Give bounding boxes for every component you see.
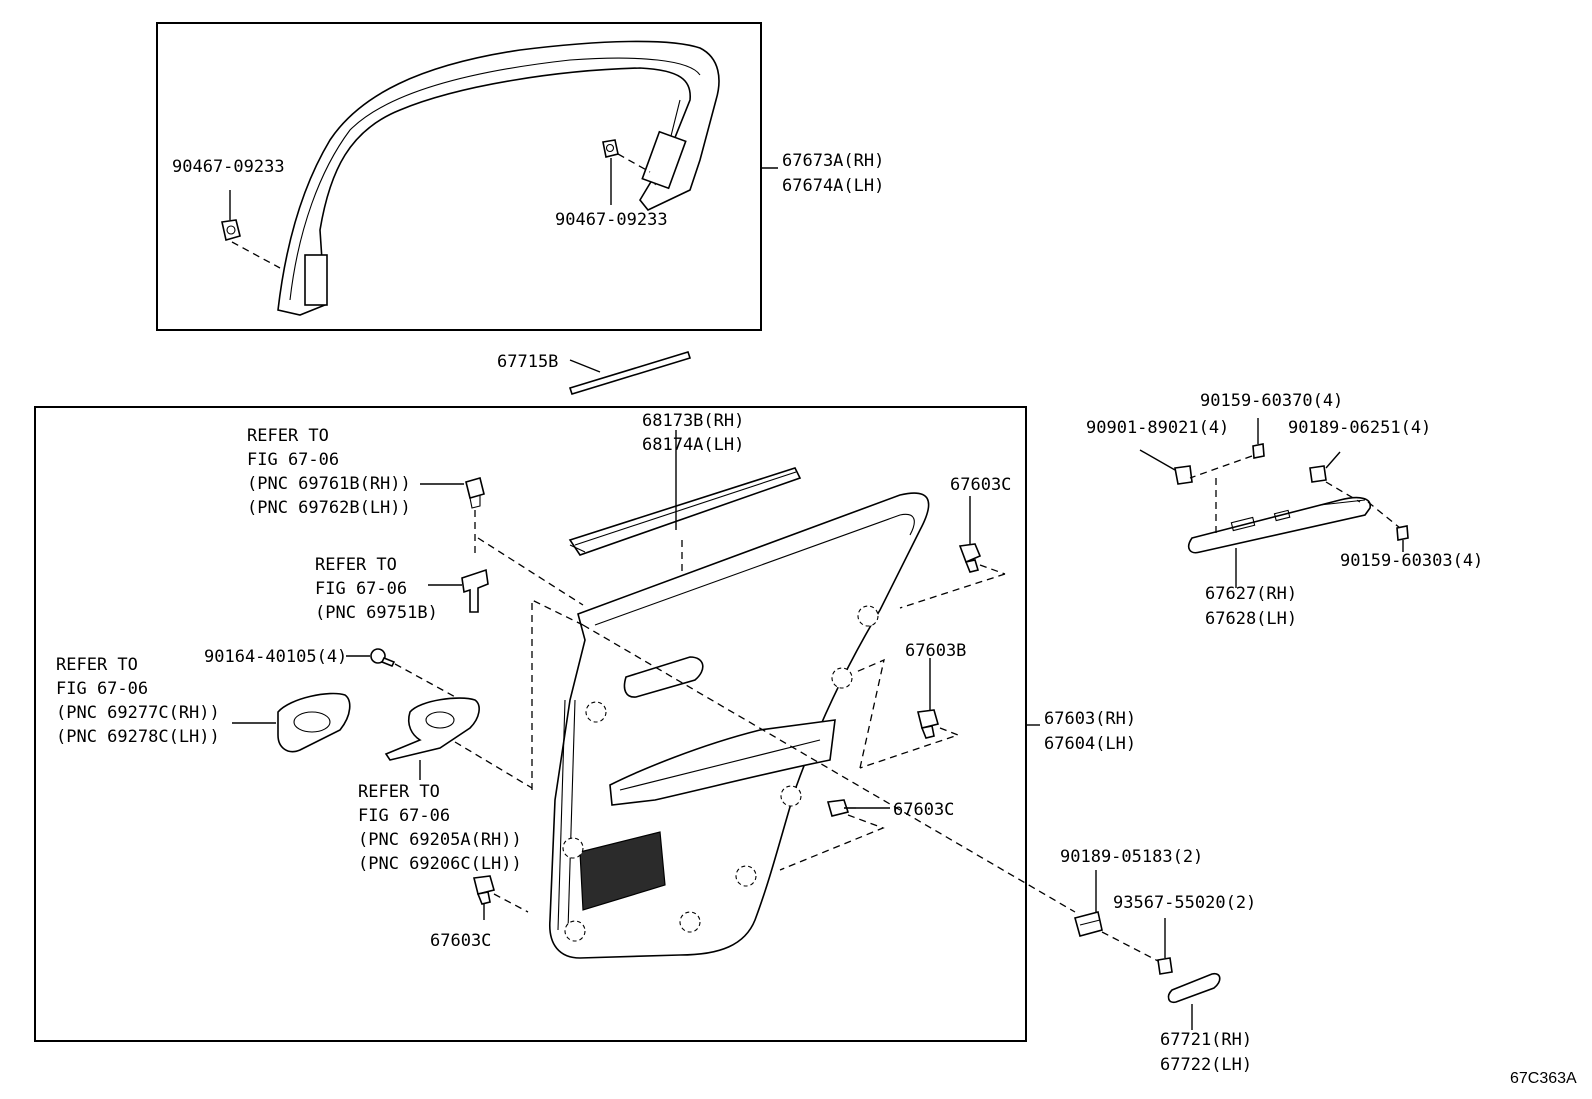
cover-67721-icon[interactable] — [1167, 972, 1221, 1004]
refer-c-line3: (PNC 69277C(RH)) — [56, 703, 220, 723]
refer-d-line3: (PNC 69205A(RH)) — [358, 830, 522, 850]
nut-90901-label: 90901-89021(4) — [1086, 418, 1229, 438]
clip-67603b-icon[interactable] — [917, 709, 939, 739]
nut-90189-06251-label: 90189-06251(4) — [1288, 418, 1431, 438]
refer-d-line1: REFER TO — [358, 782, 440, 802]
nut-90189-05183-icon[interactable] — [1074, 911, 1103, 937]
clip-67603c-top-icon[interactable] — [958, 543, 982, 573]
garnish-label-lh: 67674A(LH) — [782, 176, 884, 196]
clip-b-label: 67603B — [905, 641, 966, 661]
door-trim-panel[interactable] — [549, 492, 930, 959]
door-lock-bracket-icon[interactable] — [461, 568, 489, 613]
screw-90164-label: 90164-40105(4) — [204, 647, 347, 667]
bracket-label-rh: 67627(RH) — [1205, 584, 1297, 604]
nut-90189-05183-label: 90189-05183(2) — [1060, 847, 1203, 867]
refer-d-line4: (PNC 69206C(LH)) — [358, 854, 522, 874]
door-trim-upper-strip[interactable] — [568, 467, 802, 556]
upper-group-frame — [156, 22, 762, 331]
bracket-label-lh: 67628(LH) — [1205, 609, 1297, 629]
retainer-top-icon[interactable] — [465, 477, 485, 509]
clip-c-mid-label: 67603C — [893, 800, 954, 820]
nut-90901-icon[interactable] — [1174, 465, 1193, 485]
main-group-frame — [34, 406, 1027, 1042]
refer-a-line4: (PNC 69762B(LH)) — [247, 498, 411, 518]
upper-strip-label-rh: 68173B(RH) — [642, 411, 744, 431]
refer-b-line1: REFER TO — [315, 555, 397, 575]
clip-left-label: 90467-09233 — [172, 157, 285, 177]
inside-handle-bezel-icon[interactable] — [277, 692, 351, 753]
belt-weatherstrip[interactable] — [568, 351, 692, 395]
clip-67603c-mid-icon[interactable] — [826, 799, 856, 817]
refer-b-line2: FIG 67-06 — [315, 579, 407, 599]
nut-90189-06251-icon[interactable] — [1309, 465, 1327, 483]
door-opening-garnish[interactable] — [277, 40, 720, 316]
drawing-id: 67C363A — [1510, 1070, 1577, 1087]
clip-c-bottom-label: 67603C — [430, 931, 491, 951]
cover-label-lh: 67722(LH) — [1160, 1055, 1252, 1075]
screw-93567-label: 93567-55020(2) — [1113, 893, 1256, 913]
bolt-90159-60370-icon[interactable] — [1252, 443, 1265, 459]
door-trim-label-lh: 67604(LH) — [1044, 734, 1136, 754]
refer-b-line3: (PNC 69751B) — [315, 603, 438, 623]
cover-label-rh: 67721(RH) — [1160, 1030, 1252, 1050]
clip-67603c-bottom-icon[interactable] — [473, 875, 495, 905]
inside-handle-icon[interactable] — [384, 697, 480, 761]
clip-left-icon[interactable] — [221, 219, 241, 242]
clip-right-label: 90467-09233 — [555, 210, 668, 230]
clip-right-icon[interactable] — [602, 139, 619, 158]
refer-a-line1: REFER TO — [247, 426, 329, 446]
screw-90164-icon[interactable] — [370, 648, 396, 668]
door-trim-label-rh: 67603(RH) — [1044, 709, 1136, 729]
garnish-label-rh: 67673A(RH) — [782, 151, 884, 171]
belt-weatherstrip-label: 67715B — [497, 352, 558, 372]
refer-c-line4: (PNC 69278C(LH)) — [56, 727, 220, 747]
refer-d-line2: FIG 67-06 — [358, 806, 450, 826]
refer-c-line2: FIG 67-06 — [56, 679, 148, 699]
trim-clip-holes — [562, 605, 879, 942]
screw-93567-icon[interactable] — [1157, 957, 1173, 975]
bolt-90159-60370-label: 90159-60370(4) — [1200, 391, 1343, 411]
clip-c-top-label: 67603C — [950, 475, 1011, 495]
refer-a-line2: FIG 67-06 — [247, 450, 339, 470]
bolt-90159-60303-label: 90159-60303(4) — [1340, 551, 1483, 571]
upper-strip-label-lh: 68174A(LH) — [642, 435, 744, 455]
refer-c-line1: REFER TO — [56, 655, 138, 675]
refer-a-line3: (PNC 69761B(RH)) — [247, 474, 411, 494]
bolt-90159-60303-icon[interactable] — [1396, 525, 1409, 541]
